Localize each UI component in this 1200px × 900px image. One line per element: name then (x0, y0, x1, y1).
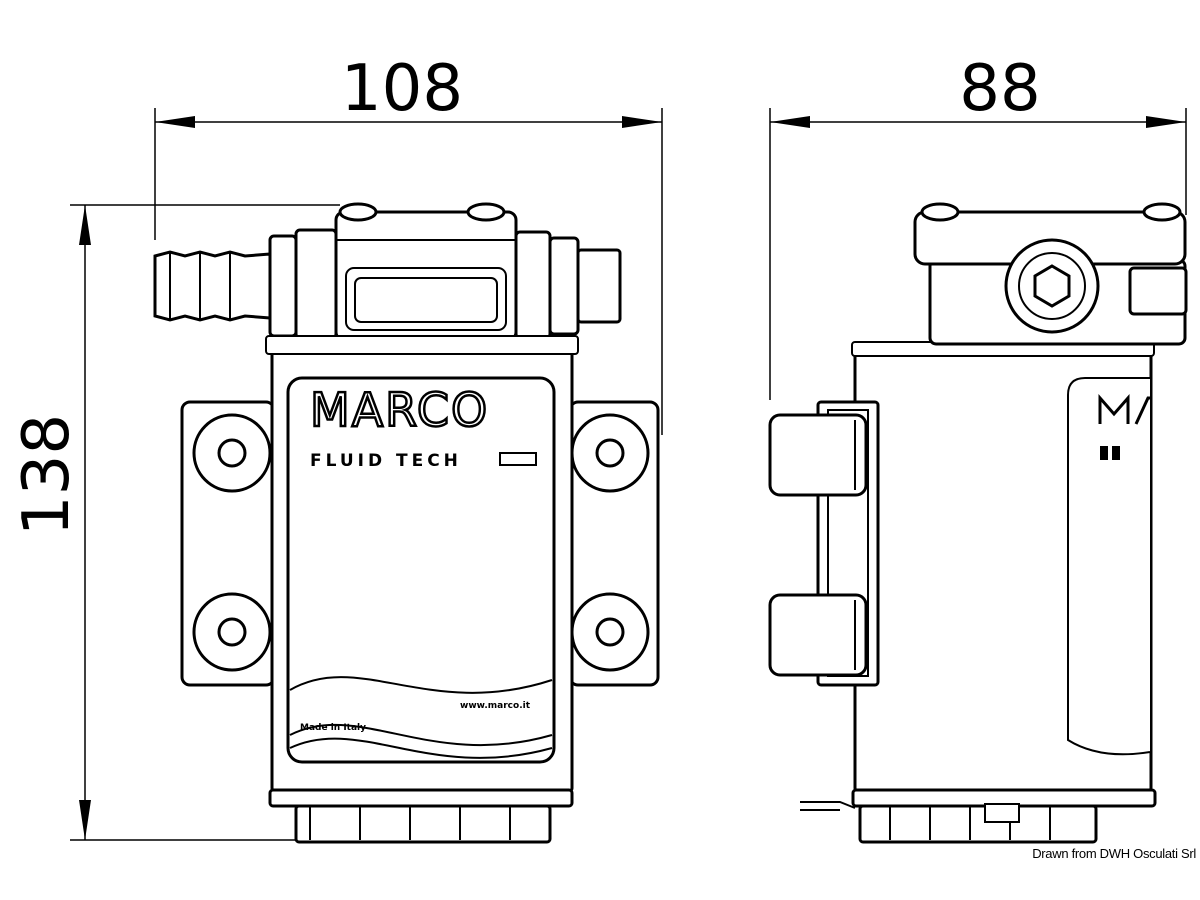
pump-side-view (768, 202, 1188, 844)
hose-barb (153, 250, 272, 322)
made-in-label: Made in Italy (300, 723, 366, 733)
dimension-138: 138 (10, 204, 340, 841)
logo-subtitle: FLUID TECH (310, 451, 462, 471)
dimension-88-label: 88 (959, 52, 1040, 126)
side-logo-fragment (1098, 394, 1150, 460)
dimension-108-label: 108 (341, 52, 463, 126)
website-label: www.marco.it (460, 701, 531, 711)
dimension-138-label: 138 (10, 414, 84, 536)
credit-text: Drawn from DWH Osculati Srl (1032, 846, 1196, 861)
logo-brand: MARCO (310, 383, 489, 437)
dimension-108: 108 (154, 52, 663, 435)
dimension-88: 88 (769, 52, 1187, 400)
marco-logo: MARCO FLUID TECH Made in Italy www.marco… (300, 382, 537, 733)
hex-plug-icon (1033, 264, 1071, 308)
pump-head (268, 202, 622, 342)
pump-front-view: MARCO FLUID TECH Made in Italy www.marco… (153, 202, 660, 844)
